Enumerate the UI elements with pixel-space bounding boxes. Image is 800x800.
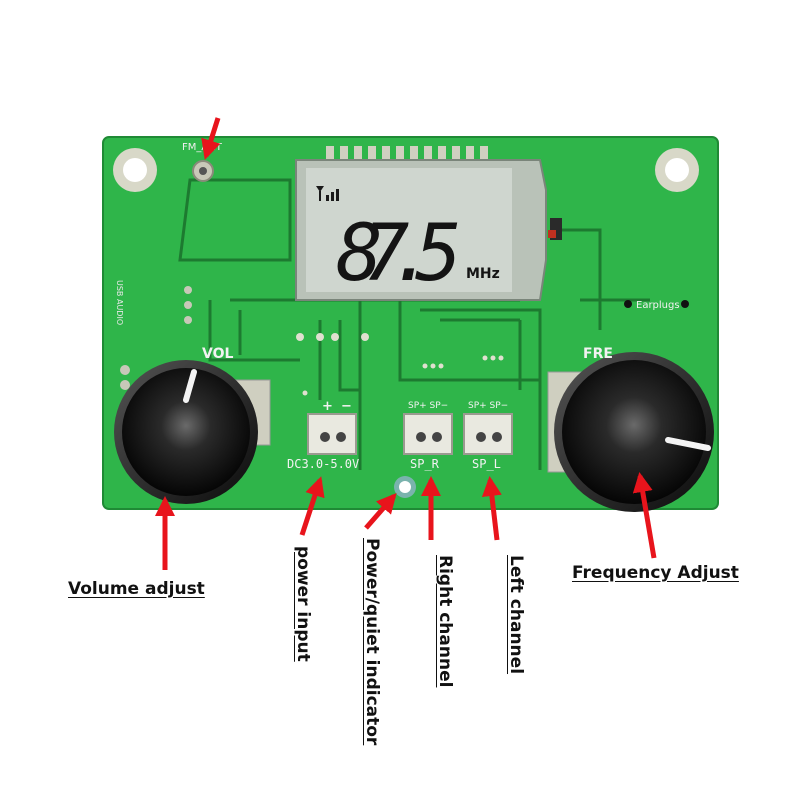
callout-arrows [155, 117, 657, 570]
power-quiet-indicator-label: Power/quiet indicator [362, 538, 382, 746]
sp-l-label: SP_L [472, 457, 501, 471]
header-pads [120, 286, 192, 390]
smd-component [548, 230, 556, 238]
usb-audio-label: USB AUDIO [115, 280, 124, 325]
power-plus-label: + [322, 399, 333, 414]
left-channel-label: Left channel [506, 555, 526, 675]
arrow-indicator [364, 492, 397, 530]
lcd-unit: MHz [466, 266, 500, 282]
right-channel-label: Right channel [435, 555, 455, 688]
fre-label: FRE [583, 346, 613, 362]
sp-r-label: SP_R [410, 457, 440, 471]
frequency-adjust-label: Frequency Adjust [572, 563, 739, 583]
sp-r-pin-label: SP+ SP− [408, 401, 448, 411]
volume-adjust-label: Volume adjust [68, 579, 205, 599]
earplugs-jack-pad [681, 300, 689, 308]
mounting-hole [113, 148, 157, 192]
antenna-label: FM_ANT [182, 142, 223, 153]
via-dots [296, 333, 504, 396]
left-speaker-connector[interactable] [463, 413, 513, 455]
arrow-frequency [632, 472, 657, 559]
frequency-knob[interactable] [547, 352, 714, 512]
power-input-label: power input [293, 546, 313, 662]
lcd-display [295, 159, 547, 301]
power-input-connector[interactable] [307, 413, 357, 455]
antenna-pad [192, 160, 214, 182]
sp-l-pin-label: SP+ SP− [468, 401, 508, 411]
lcd-frequency-readout: 87.5 [336, 209, 462, 299]
mounting-hole [655, 148, 699, 192]
earplugs-label: Earplugs [636, 300, 680, 311]
vol-label: VOL [202, 346, 233, 362]
power-rating-label: DC3.0-5.0V [287, 457, 359, 471]
power-indicator-led [394, 476, 416, 498]
arrow-left-channel [481, 476, 502, 541]
antenna-signal-icon [316, 186, 339, 201]
arrow-power-input [299, 476, 325, 536]
right-speaker-connector[interactable] [403, 413, 453, 455]
lcd-connector-pins [326, 146, 488, 162]
earplugs-jack-pad [624, 300, 632, 308]
volume-knob[interactable] [114, 360, 271, 504]
power-minus-label: − [341, 399, 352, 414]
arrow-antenna [201, 117, 221, 160]
